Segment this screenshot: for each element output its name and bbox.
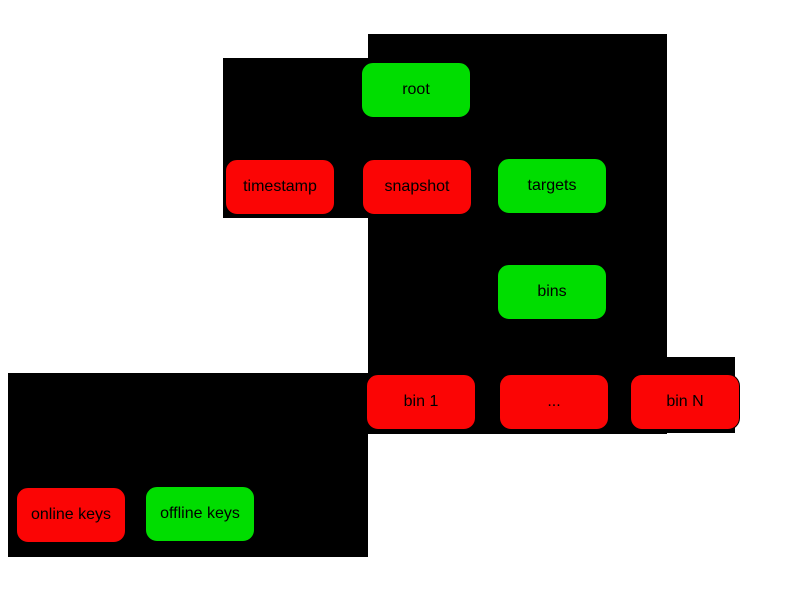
- node-root-label: root: [402, 81, 430, 98]
- node-offline-keys-label: offline keys: [160, 505, 240, 522]
- node-bins: bins: [497, 264, 607, 320]
- node-bins-label: bins: [537, 283, 567, 300]
- node-bin-1: bin 1: [366, 374, 476, 430]
- node-snapshot-label: snapshot: [384, 178, 450, 195]
- node-timestamp: timestamp: [225, 159, 335, 215]
- node-targets: targets: [497, 158, 607, 214]
- node-snapshot: snapshot: [362, 159, 472, 215]
- node-root: root: [361, 62, 471, 118]
- node-offline-keys: offline keys: [145, 486, 255, 542]
- node-timestamp-label: timestamp: [243, 178, 317, 195]
- node-online-keys-label: online keys: [30, 506, 112, 523]
- node-targets-label: targets: [527, 177, 577, 194]
- node-bin-ellipsis: ...: [499, 374, 609, 430]
- node-bin-n: bin N: [630, 374, 740, 430]
- node-bin-1-label: bin 1: [403, 393, 439, 410]
- node-bin-n-label: bin N: [666, 393, 704, 410]
- node-bin-ellipsis-label: ...: [547, 393, 561, 410]
- node-online-keys: online keys: [16, 487, 126, 543]
